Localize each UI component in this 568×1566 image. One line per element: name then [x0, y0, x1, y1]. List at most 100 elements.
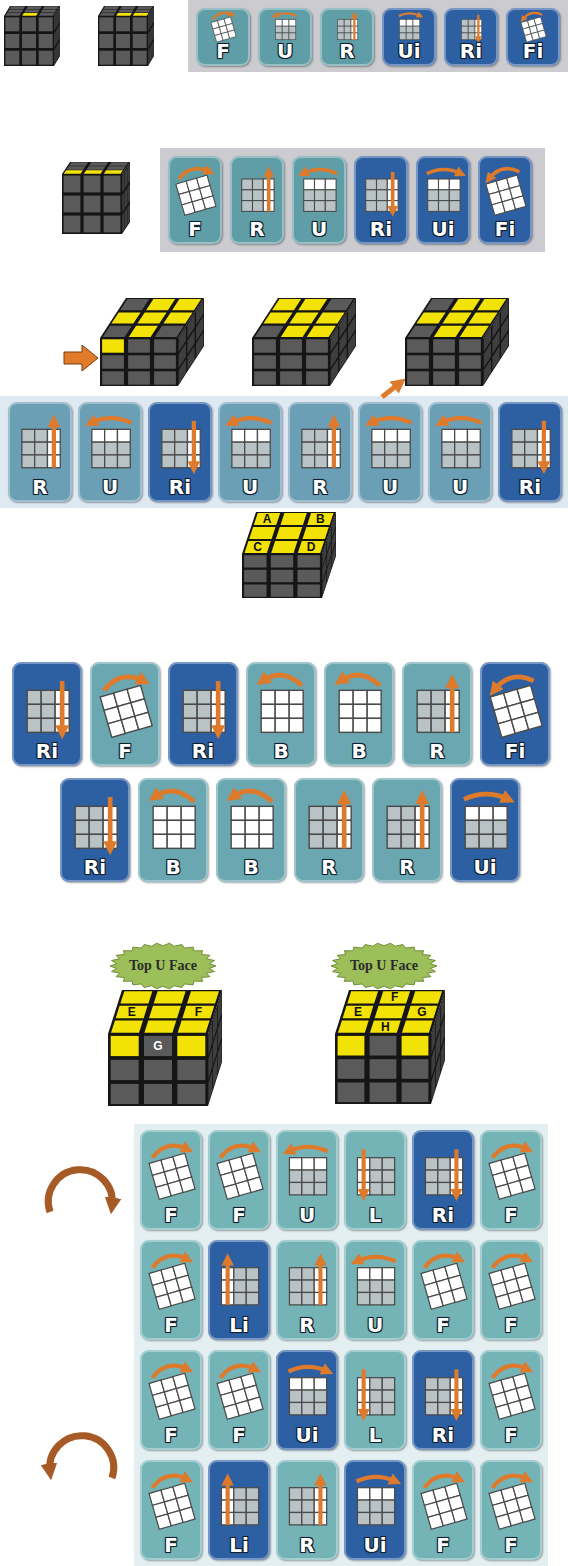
cube-sticker — [182, 1006, 214, 1018]
icon-sticker — [425, 1182, 437, 1194]
move-icon — [294, 778, 364, 858]
cube-icon — [100, 685, 152, 737]
icon-sticker — [465, 834, 479, 848]
move-icon — [168, 156, 222, 220]
cube-sticker — [56, 44, 58, 61]
move-icon — [208, 1240, 270, 1316]
move-label: F — [436, 1535, 450, 1560]
rubik-cube — [108, 990, 222, 1106]
icon-sticker — [449, 190, 460, 201]
icon-sticker — [417, 704, 431, 718]
move-label: Li — [229, 1535, 249, 1560]
icon-sticker — [442, 429, 455, 442]
move-label: Ui — [363, 1535, 386, 1560]
icon-sticker — [259, 820, 273, 834]
icon-sticker — [302, 1268, 314, 1280]
cube-sticker — [149, 1006, 181, 1018]
icon-sticker — [181, 820, 195, 834]
icon-sticker — [27, 704, 41, 718]
icon-sticker — [248, 1177, 263, 1192]
move-label: Ri — [169, 477, 191, 502]
icon-sticker — [162, 455, 175, 468]
icon-sticker — [452, 1287, 467, 1302]
cube-sticker — [56, 28, 58, 45]
icon-sticker — [304, 190, 315, 201]
icon-sticker — [175, 442, 188, 455]
icon-sticker — [325, 201, 336, 212]
cube-sticker — [425, 299, 454, 310]
cube-sticker — [128, 204, 130, 224]
icon-sticker — [323, 834, 337, 848]
turn-arrow — [213, 13, 232, 20]
cube-sticker — [135, 10, 151, 13]
cube-sticker — [99, 51, 113, 65]
icon-sticker — [89, 806, 103, 820]
cube-sticker — [22, 13, 38, 16]
move-tile: Ri — [60, 778, 130, 882]
cube-sticker — [408, 326, 437, 337]
cube-face — [4, 6, 60, 16]
cube-face — [330, 298, 356, 386]
icon-sticker — [399, 19, 406, 26]
move-label: B — [243, 857, 258, 882]
cube-sticker — [148, 31, 150, 48]
icon-sticker — [282, 26, 289, 33]
icon-sticker — [246, 1488, 258, 1500]
turn-arrow — [353, 15, 355, 40]
cube-icon — [489, 1373, 535, 1419]
move-tile: F — [90, 662, 160, 766]
icon-sticker — [377, 190, 388, 201]
turn-arrow — [332, 421, 336, 468]
icon-sticker — [406, 26, 413, 33]
icon-sticker — [413, 19, 420, 26]
move-tile: Ri — [444, 8, 498, 66]
icon-sticker — [302, 1170, 314, 1182]
icon-sticker — [493, 834, 507, 848]
icon-sticker — [387, 834, 401, 848]
icon-sticker — [105, 455, 118, 468]
icon-sticker — [428, 201, 439, 212]
move-label: F — [504, 1425, 518, 1450]
icon-sticker — [382, 1158, 394, 1170]
icon-sticker — [467, 442, 480, 455]
cube-icon — [421, 1263, 467, 1309]
cube-sticker — [402, 1021, 433, 1033]
move-icon — [208, 1460, 270, 1536]
turn-arrow — [91, 418, 132, 423]
turn-arrow — [454, 1369, 458, 1414]
cube-sticker — [129, 326, 158, 337]
move-icon — [498, 402, 562, 478]
cube-sticker — [5, 51, 19, 65]
cube-sticker — [407, 371, 429, 384]
icon-sticker — [105, 442, 118, 455]
move-label: Fi — [495, 219, 516, 244]
counterclockwise-arrow — [50, 1436, 114, 1478]
cube-icon — [289, 1158, 326, 1195]
cube-sticker — [6, 13, 22, 16]
move-tile: R — [8, 402, 72, 502]
icon-sticker — [242, 201, 253, 212]
icon-sticker — [428, 190, 439, 201]
icon-sticker — [465, 820, 479, 834]
cube-sticker — [254, 371, 276, 384]
move-icon — [344, 1130, 406, 1206]
move-tile: F — [412, 1460, 474, 1560]
icon-sticker — [397, 442, 410, 455]
move-tile: U — [276, 1130, 338, 1230]
cube-icon — [486, 175, 526, 215]
cube-icon — [275, 19, 295, 39]
cube-sticker — [379, 991, 410, 1003]
cube-sticker — [338, 1083, 365, 1103]
cube-sticker — [120, 299, 149, 310]
cube-sticker — [276, 527, 302, 539]
turn-arrow — [104, 677, 144, 691]
turn-arrow — [152, 1256, 187, 1268]
icon-sticker — [512, 429, 525, 442]
icon-sticker — [468, 26, 475, 33]
cube-sticker — [148, 48, 150, 65]
cube-sticker — [331, 359, 338, 384]
cube-sticker — [150, 44, 152, 61]
icon-sticker — [153, 834, 167, 848]
icon-sticker — [525, 455, 538, 468]
icon-sticker — [353, 718, 367, 732]
